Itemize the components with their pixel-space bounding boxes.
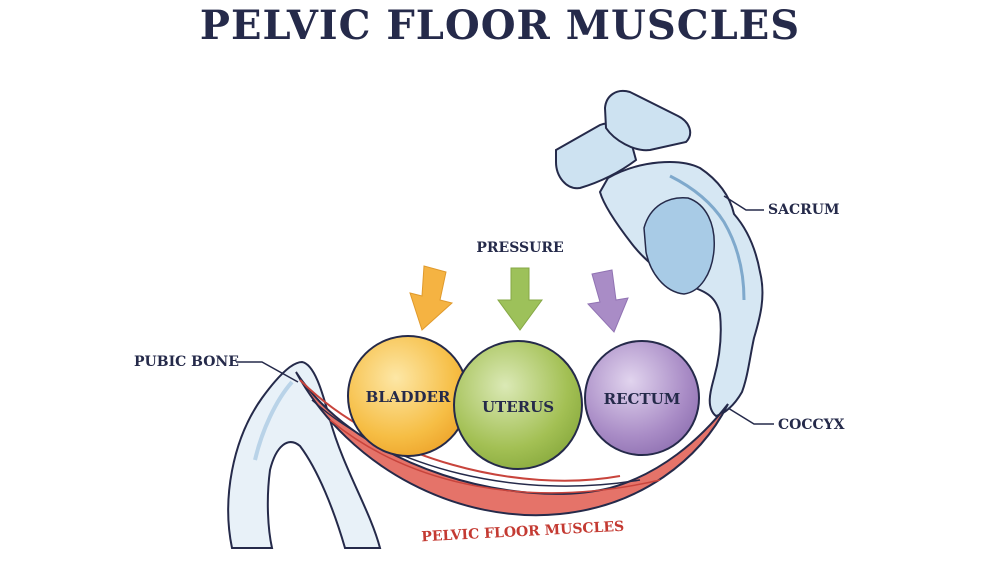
pressure-arrow-purple-icon	[587, 269, 629, 333]
rectum-shape	[584, 340, 700, 456]
leader-lines	[236, 195, 774, 425]
coccyx-leader	[727, 407, 774, 425]
sacrum-label: SACRUM	[768, 202, 839, 218]
pelvic-floor-label: PELVIC FLOOR MUSCLES	[421, 519, 625, 546]
pubic-bone	[227, 360, 382, 549]
pressure-arrow-orange-icon	[409, 265, 454, 331]
pelvic-floor-sling	[295, 371, 729, 517]
uterus-label: UTERUS	[482, 398, 554, 416]
pubic-bone-label: PUBIC BONE	[134, 354, 239, 370]
sacrum-leader	[723, 195, 764, 211]
bladder-label: BLADDER	[366, 388, 451, 406]
rectum-label: RECTUM	[604, 390, 681, 408]
pressure-arrows	[409, 265, 629, 333]
pubic-bone-leader	[236, 361, 299, 383]
organs: BLADDER UTERUS RECTUM	[347, 335, 700, 470]
pressure-label: PRESSURE	[476, 240, 563, 256]
uterus-shape	[453, 340, 583, 470]
page-title: PELVIC FLOOR MUSCLES	[199, 2, 801, 49]
sacrum-bone	[555, 90, 764, 418]
pressure-arrow-green-icon	[497, 267, 543, 331]
coccyx-label: COCCYX	[778, 417, 845, 433]
